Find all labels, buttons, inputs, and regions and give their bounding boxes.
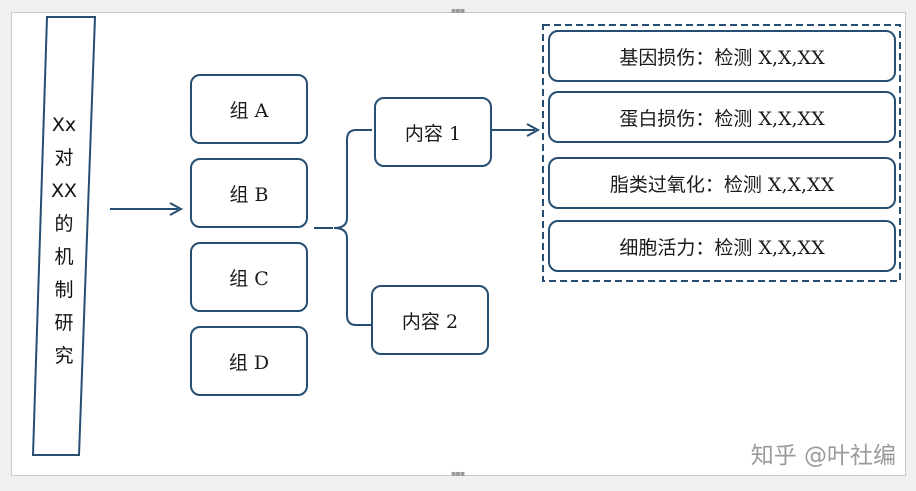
title-parallelogram <box>31 16 97 456</box>
test-cell-viability-box: 细胞活力：检测 X,X,XX <box>548 220 896 272</box>
title-char: 究 <box>54 345 74 367</box>
title-char: XX <box>50 180 78 202</box>
watermark-text: 知乎 @叶社编 <box>750 443 896 469</box>
resize-handle-top[interactable]: ▪▪▪ <box>451 6 465 15</box>
title-char: Xx <box>51 114 77 136</box>
test-gene-damage-box: 基因损伤：检测 X,X,XX <box>548 30 896 82</box>
arrowhead-content1-to-tests <box>526 123 541 137</box>
resize-handle-bottom[interactable]: ▪▪▪ <box>451 469 465 478</box>
group-d-box: 组 D <box>190 326 308 396</box>
title-char: 对 <box>54 147 74 169</box>
group-b-box: 组 B <box>190 158 308 228</box>
brace-bracket <box>333 129 372 326</box>
test-protein-damage-box: 蛋白损伤：检测 X,X,XX <box>548 91 896 143</box>
research-title-vertical: Xx 对 XX 的 机 制 研 究 <box>40 26 88 456</box>
tests-dashed-container <box>542 24 901 282</box>
title-char: 的 <box>54 213 74 235</box>
title-char: 制 <box>54 279 74 301</box>
group-c-box: 组 C <box>190 242 308 312</box>
content-2-box: 内容 2 <box>371 285 489 355</box>
arrowhead-title-to-groups <box>169 202 184 216</box>
test-lipid-peroxidation-box: 脂类过氧化：检测 X,X,XX <box>548 157 896 209</box>
title-char: 研 <box>54 312 74 334</box>
group-a-box: 组 A <box>190 74 308 144</box>
content-1-box: 内容 1 <box>374 97 492 167</box>
title-char: 机 <box>54 246 74 268</box>
